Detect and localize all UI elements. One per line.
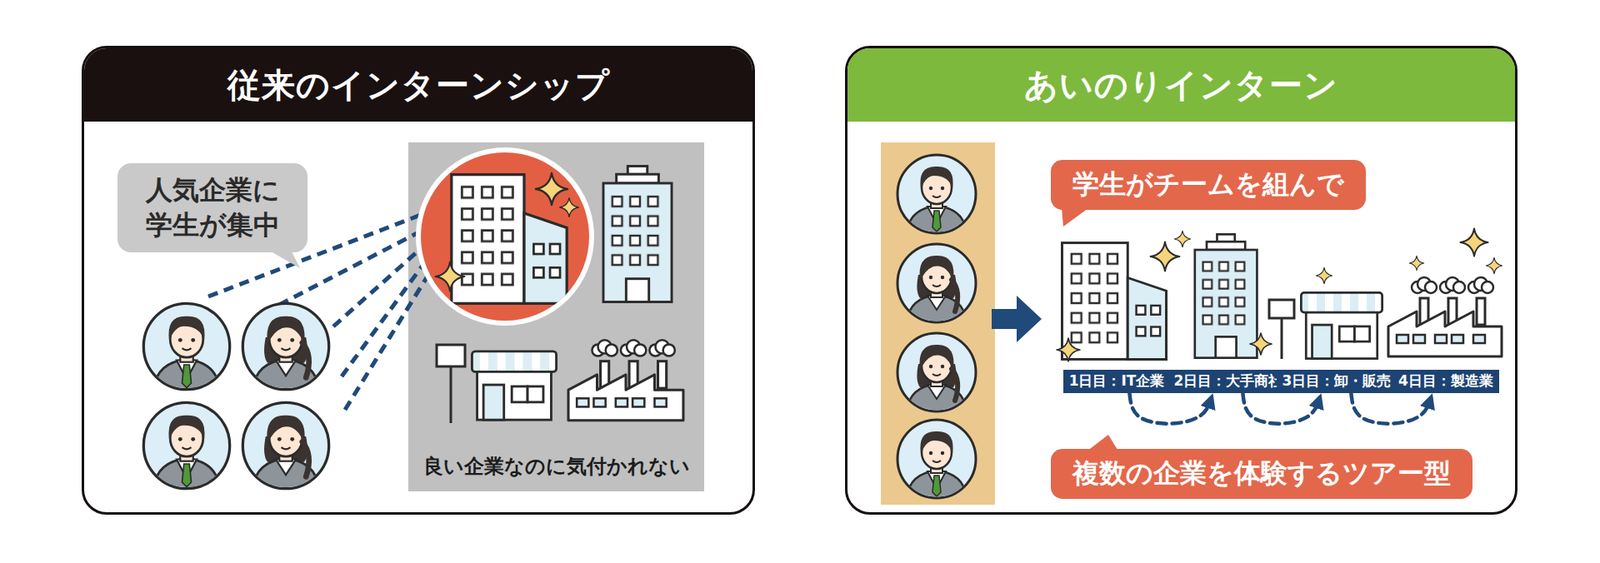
day-label: 2日目：大手商社: [1168, 370, 1290, 393]
day-label: 3日目：卸・販売: [1276, 370, 1398, 393]
panel: あいのりインターン学生がチームを組んで 1日目：IT企業 2日目：大手商社3日目：卸…: [845, 45, 1518, 515]
sparkle: [1485, 257, 1502, 274]
panel: 従来のインターンシップ人気企業に 学生が集中良い企業なのに気付かれない: [81, 45, 755, 515]
sparkle: [1056, 338, 1080, 362]
student: [143, 303, 230, 395]
store: [1300, 292, 1382, 359]
node-text: 人気企業に 学生が集中: [145, 174, 280, 241]
sparkle: [1250, 333, 1272, 355]
node-text: 3日目：卸・販売: [1282, 372, 1392, 390]
callout-box: 複数の企業を体験するツアー型: [1050, 449, 1473, 500]
sparkle: [1315, 267, 1332, 284]
day-label: 1日目：IT企業: [1063, 370, 1171, 393]
sparkle: [535, 173, 568, 205]
sparkle: [1174, 230, 1190, 247]
student: [897, 333, 976, 416]
student: [242, 402, 329, 494]
student: [143, 402, 230, 494]
callout-tail: [1061, 208, 1089, 227]
node-text: 4日目：製造業: [1398, 372, 1494, 390]
node-text: 複数の企業を体験するツアー型: [1072, 457, 1451, 490]
node-text: 良い企業なのに気付かれない: [423, 453, 690, 480]
dashed-arrow: [1350, 394, 1431, 425]
shop-sign: [436, 345, 465, 424]
panel-header: あいのりインターン: [847, 48, 1515, 122]
node-text: 2日目：大手商社: [1174, 372, 1284, 390]
student: [242, 303, 329, 395]
speech-bubble: 人気企業に 学生が集中: [117, 163, 308, 253]
sparkle: [1150, 242, 1180, 272]
tower-building: [1195, 234, 1258, 358]
node-text: 学生がチームを組んで: [1072, 168, 1345, 200]
company-area: 良い企業なのに気付かれない: [408, 142, 705, 492]
left-illustration: [143, 142, 705, 494]
student: [897, 244, 976, 327]
node-text: 1日目：IT企業: [1069, 372, 1165, 390]
sparkle: [560, 198, 580, 218]
company-area: [408, 142, 705, 492]
sparkle: [1460, 228, 1488, 256]
panel-title: 従来のインターンシップ: [227, 62, 610, 109]
student: [897, 155, 976, 238]
factory: [568, 340, 684, 420]
team-band: [880, 142, 995, 505]
office-building: [1061, 243, 1166, 360]
dashed-arrow: [1242, 394, 1320, 425]
dashed-arrow: [1129, 394, 1211, 425]
sparkle: [1409, 255, 1424, 270]
team-arrow: [991, 295, 1042, 343]
right-illustration: [880, 142, 1503, 505]
shop-sign: [1269, 300, 1295, 360]
factory: [1388, 277, 1502, 357]
store: [471, 351, 556, 420]
panel-header: 従来のインターンシップ: [84, 48, 753, 122]
student: [897, 420, 976, 503]
panel-title: あいのりインターン: [1024, 62, 1339, 109]
callout-box: 学生がチームを組んで: [1050, 160, 1366, 210]
day-label: 4日目：製造業: [1392, 370, 1500, 393]
popular-company-circle: [418, 150, 592, 324]
tower-building: [603, 165, 672, 302]
sparkle: [435, 262, 465, 292]
